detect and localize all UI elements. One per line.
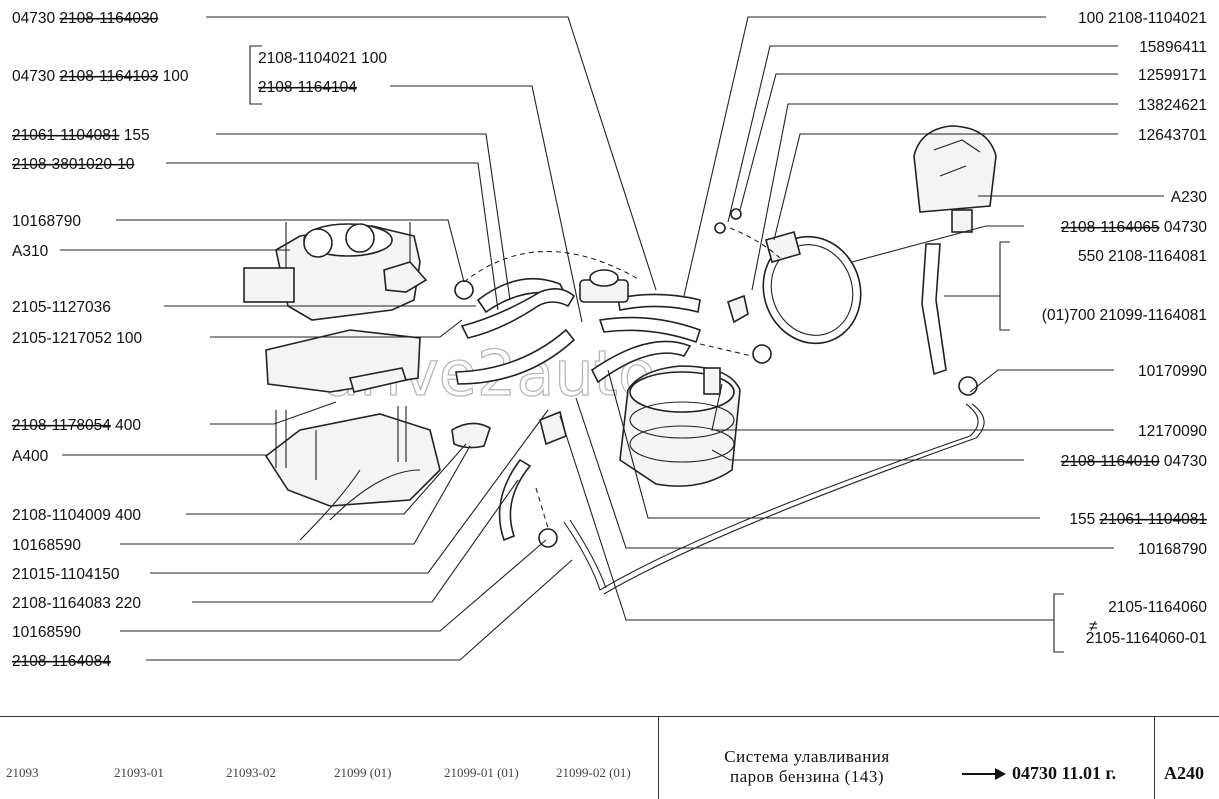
model-code: 21099 (01): [334, 765, 392, 780]
part-label: 550 2108-1164081: [1078, 248, 1207, 265]
part-label: 04730 2108-1164030: [12, 10, 159, 27]
neq-symbol: ≠: [1089, 618, 1098, 635]
brackets: [249, 45, 1064, 653]
part-label: 2108-1104021 100: [258, 50, 387, 67]
part-label: 10170990: [1138, 363, 1207, 380]
model-list: 21093 21093-01 21093-02 21099 (01) 21099…: [0, 765, 660, 787]
part-label: 2105-1164060-01: [1086, 630, 1207, 647]
divider: [658, 717, 659, 799]
part-label: 12643701: [1138, 127, 1207, 144]
leader-lines-left: [60, 16, 657, 661]
model-code: 21099-02 (01): [556, 765, 631, 780]
part-label: 10168790: [1138, 541, 1207, 558]
page-code: A240: [1164, 763, 1204, 783]
tank-illustration: [913, 125, 997, 233]
part-label: 2108-1164084: [12, 653, 111, 670]
exploded-parts-diagram: drive2auto: [12, 10, 1208, 670]
part-label: 2108-1164010 04730: [1061, 453, 1208, 470]
leader-lines-right: [559, 16, 1164, 621]
part-label: 2108-1178054 400: [12, 417, 141, 434]
part-label: 2108-1164065 04730: [1061, 219, 1208, 236]
arrow-right-icon: [962, 768, 1006, 780]
part-labels-right: 100 2108-1104021 15896411 12599171 13824…: [1042, 10, 1208, 647]
part-label: 100 2108-1104021: [1078, 10, 1207, 27]
title-block: 21093 21093-01 21093-02 21099 (01) 21099…: [0, 716, 1219, 799]
part-label: 2108-1164104: [258, 79, 357, 96]
part-labels-left: 04730 2108-1164030 04730 2108-1164103 10…: [12, 10, 387, 670]
part-label: 13824621: [1138, 97, 1207, 114]
part-label: 155 21061-1104081: [1069, 511, 1207, 528]
model-code: 21093: [6, 765, 39, 780]
part-label: 2105-1164060: [1108, 599, 1207, 616]
effective-date: 04730 11.01 г.: [1012, 763, 1117, 783]
part-label: (01)700 21099-1164081: [1042, 307, 1207, 324]
diagram-title: Система улавливания паров бензина (143): [672, 747, 942, 787]
part-label: 10168590: [12, 537, 81, 554]
part-label: 12599171: [1138, 67, 1207, 84]
divider: [1154, 717, 1155, 799]
assembly-arrows: [463, 227, 781, 529]
part-label: 10168590: [12, 624, 81, 641]
canister-illustration: [619, 231, 862, 487]
title-line-2: паров бензина (143): [729, 767, 885, 786]
model-code: 21093-02: [226, 765, 276, 780]
part-label: 2105-1127036: [12, 299, 111, 316]
hoses-illustration: [451, 208, 985, 595]
part-label: 12170090: [1138, 423, 1207, 440]
part-label: 2108-1164083 220: [12, 595, 141, 612]
part-label: 10168790: [12, 213, 81, 230]
part-label: 21015-1104150: [12, 566, 120, 583]
part-label: A310: [12, 243, 49, 260]
part-label: 2105-1217052 100: [12, 330, 143, 347]
part-label: 04730 2108-1164103 100: [12, 68, 189, 85]
model-code: 21099-01 (01): [444, 765, 519, 780]
part-label: A400: [12, 448, 49, 465]
carburetor-illustration: [243, 222, 441, 541]
model-code: 21093-01: [114, 765, 164, 780]
title-line-1: Система улавливания: [724, 747, 890, 766]
part-label: 15896411: [1139, 39, 1207, 56]
part-label: 21061-1104081 155: [12, 127, 150, 144]
part-label: 2108-1104009 400: [12, 507, 141, 524]
part-label: A230: [1171, 189, 1208, 206]
part-label: 2108-3801020-10: [12, 156, 135, 173]
